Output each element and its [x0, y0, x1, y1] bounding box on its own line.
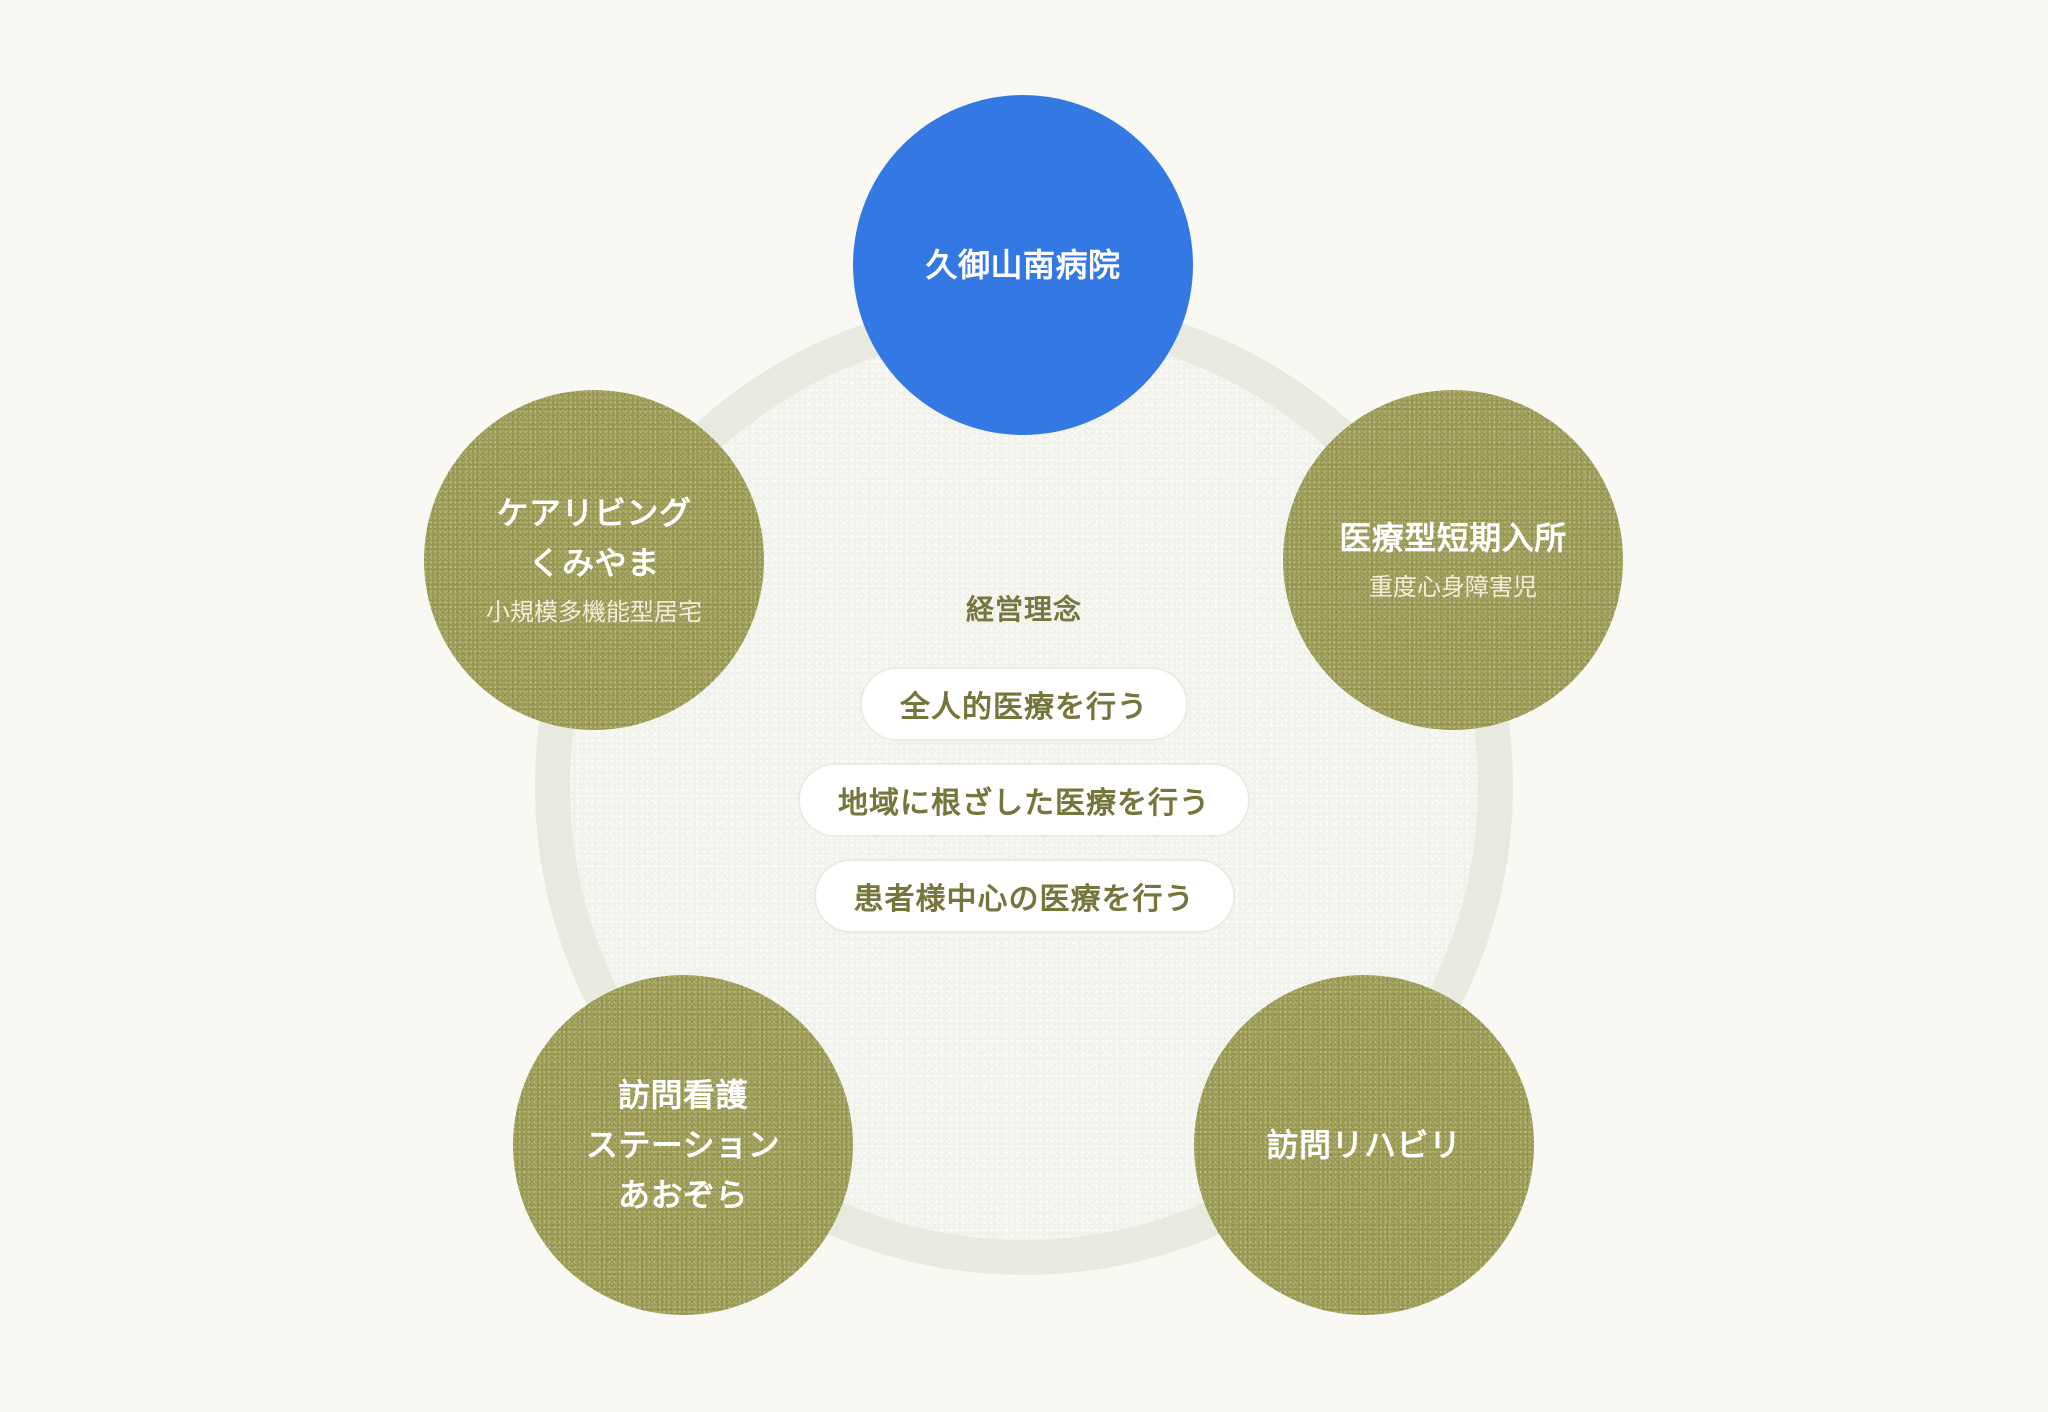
- node-title-line-3: あおぞら: [617, 1176, 748, 1214]
- node-subtitle: 小規模多機能型居宅: [486, 598, 702, 626]
- principle-pill-community: 地域に根ざした医療を行う: [798, 763, 1250, 837]
- node-care-living-kumiyama[interactable]: ケアリビング くみやま 小規模多機能型居宅: [424, 390, 764, 730]
- node-medical-short-stay[interactable]: 医療型短期入所 重度心身障害児: [1283, 390, 1623, 730]
- node-home-rehabilitation[interactable]: 訪問リハビリ: [1194, 975, 1534, 1315]
- node-subtitle: 重度心身障害児: [1369, 573, 1537, 601]
- node-title: 医療型短期入所: [1339, 519, 1567, 557]
- management-philosophy: 経営理念 全人的医療を行う 地域に根ざした医療を行う 患者様中心の医療を行う: [724, 585, 1324, 955]
- node-title: 訪問リハビリ: [1266, 1126, 1462, 1164]
- node-kumiyama-minami-hospital[interactable]: 久御山南病院: [853, 95, 1193, 435]
- node-title: 久御山南病院: [925, 246, 1121, 284]
- principle-pill-holistic: 全人的医療を行う: [860, 667, 1188, 741]
- node-title-line-2: くみやま: [528, 544, 660, 582]
- philosophy-heading: 経営理念: [965, 593, 1082, 626]
- node-title-line-2: ステーション: [585, 1126, 781, 1164]
- principle-pill-patient-centered: 患者様中心の医療を行う: [813, 859, 1235, 933]
- node-title-line-1: ケアリビング: [496, 494, 692, 532]
- node-home-nursing-station-aozora[interactable]: 訪問看護 ステーション あおぞら: [513, 975, 853, 1315]
- node-title-line-1: 訪問看護: [617, 1076, 748, 1114]
